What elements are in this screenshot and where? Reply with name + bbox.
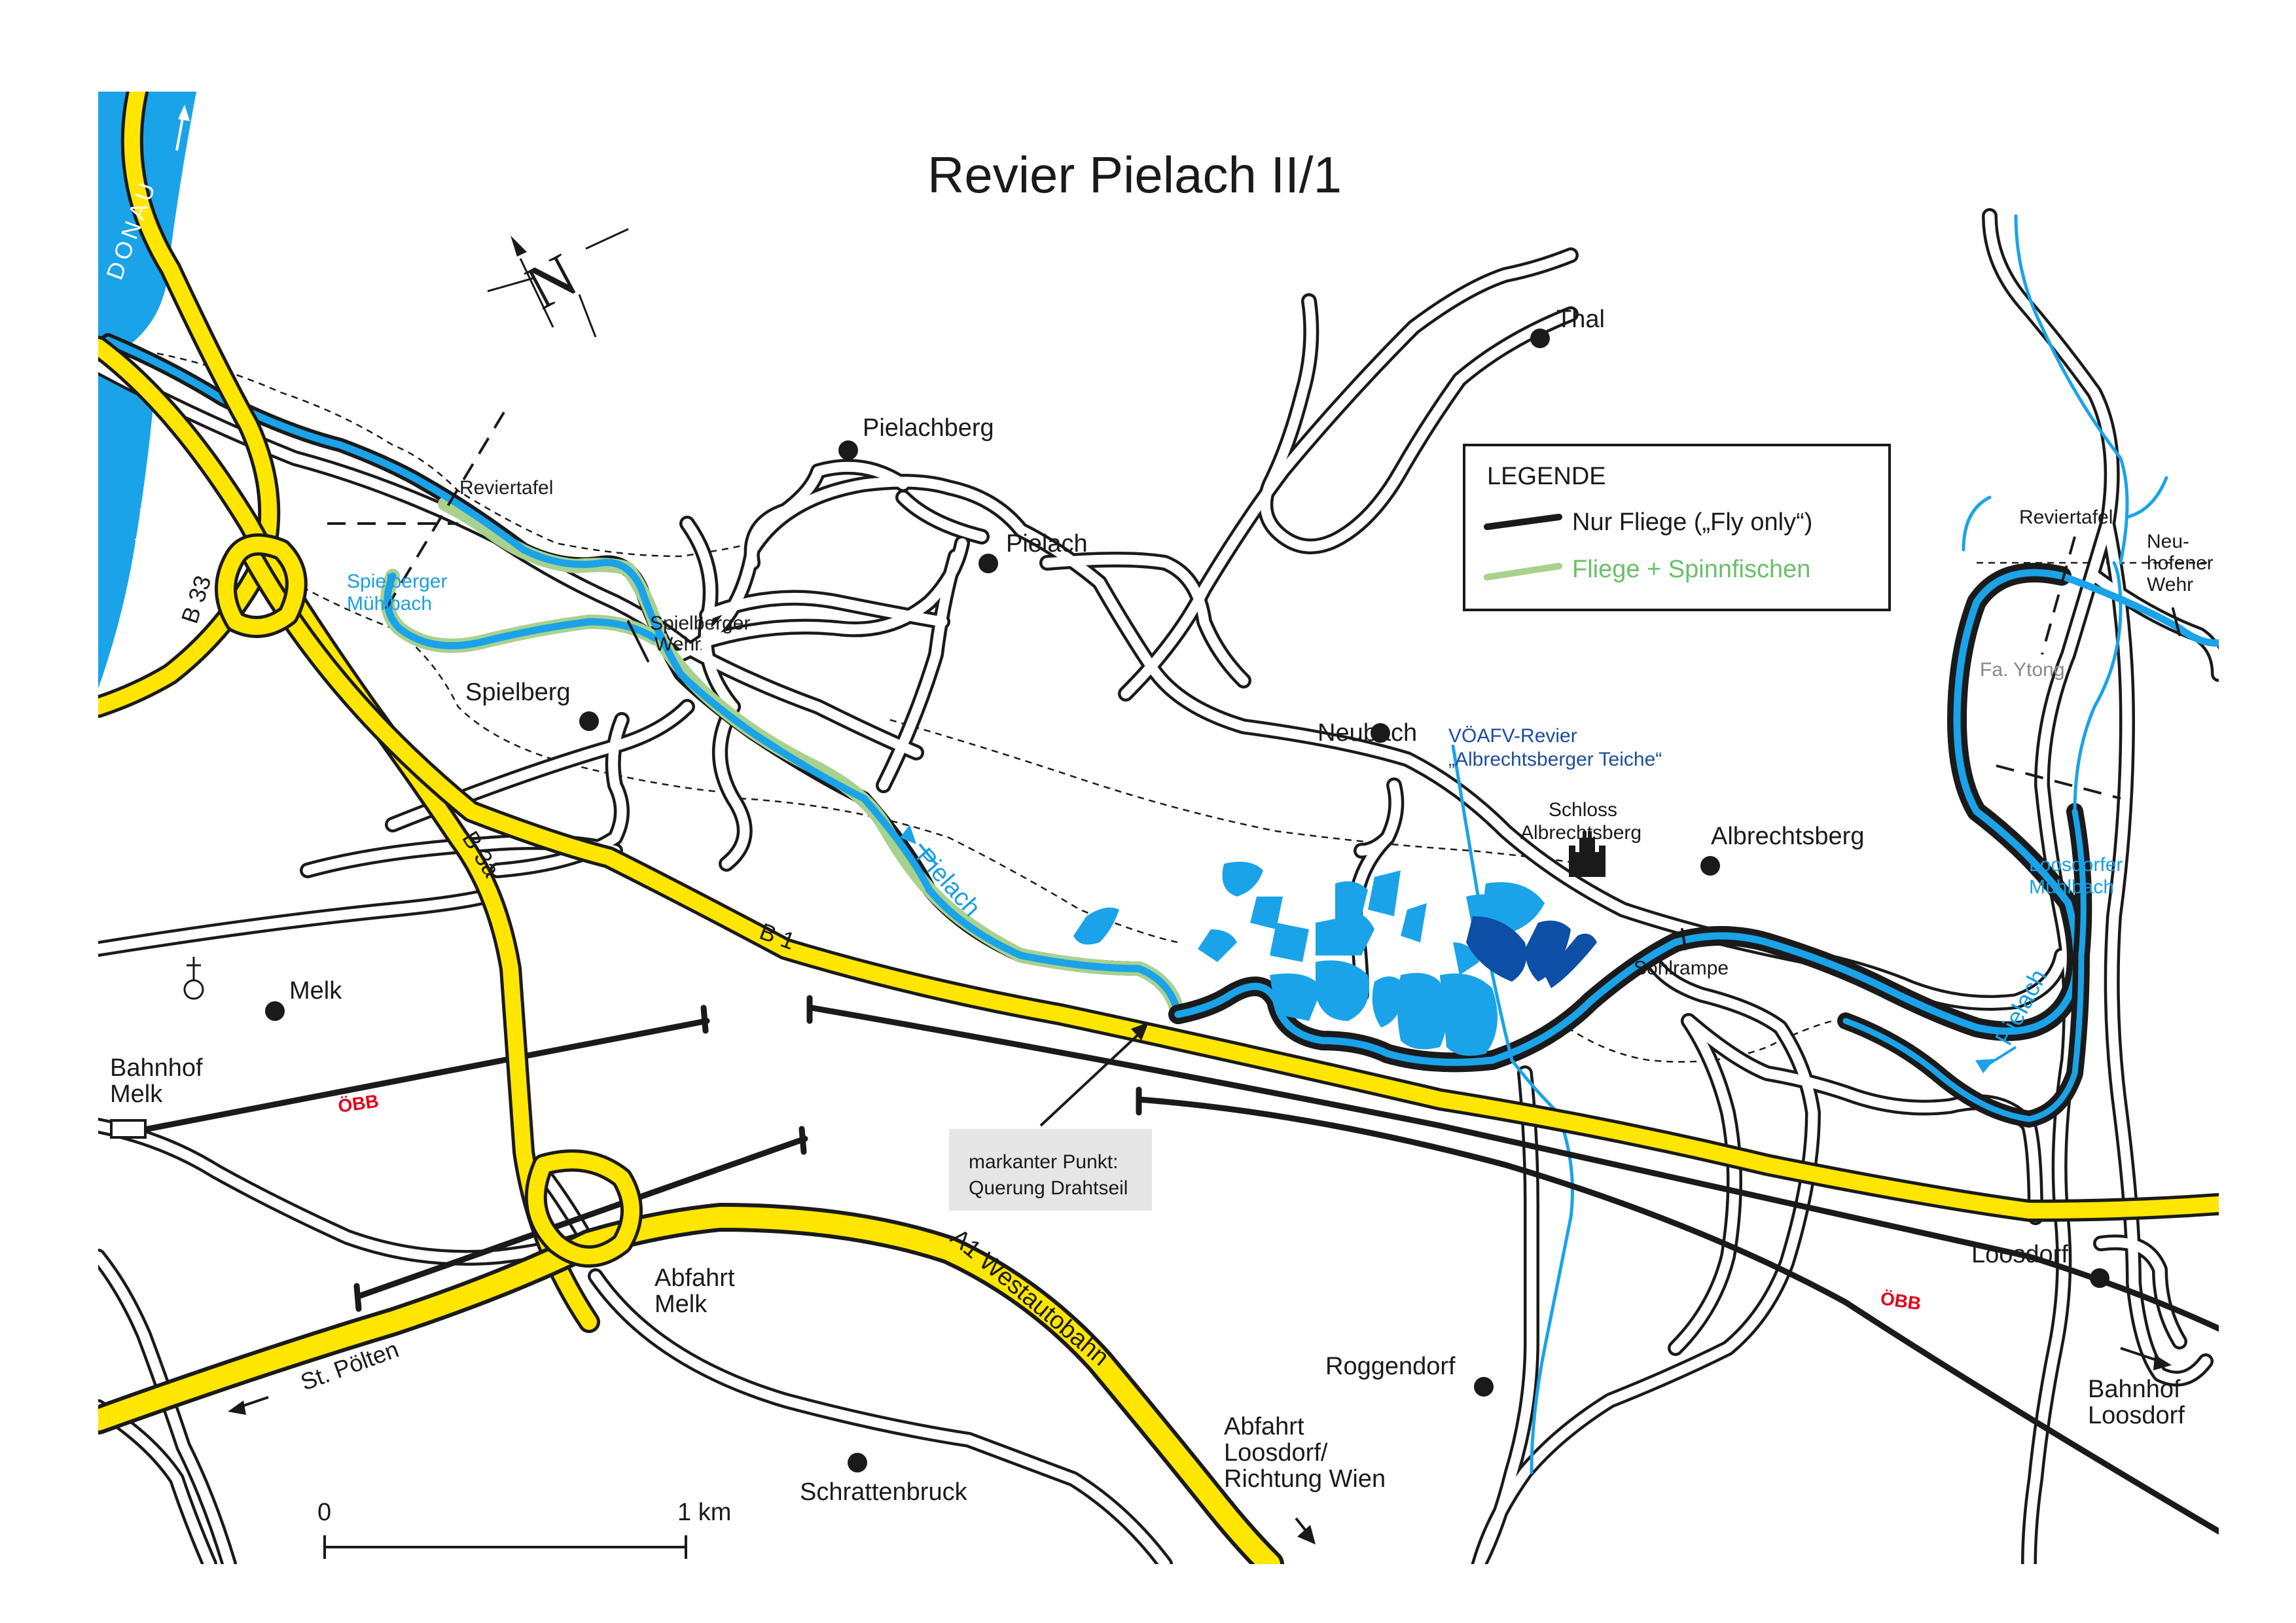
- label-loosdorfer-muehlbach-2: Mühlbach: [2029, 876, 2114, 898]
- label-voeafv-1: VÖAFV-Revier: [1448, 725, 1577, 747]
- label-schloss-2: Albrechtsberg: [1520, 822, 1641, 844]
- b33-road: [98, 92, 281, 718]
- legend: LEGENDE Nur Fliege („Fly only“) Fliege +…: [1463, 444, 1891, 611]
- place-label-thal: Thal: [1556, 306, 1605, 333]
- label-schloss-1: Schloss: [1549, 799, 1617, 821]
- label-abfahrt-loosdorf-1: Abfahrt: [1224, 1413, 1304, 1440]
- place-label-loosdorf: Loosdorf: [1971, 1241, 2068, 1268]
- markanter-punkt-box: [949, 1129, 1152, 1211]
- label-bahnhof-loosdorf-2: Loosdorf: [2088, 1402, 2185, 1429]
- reviertafel-west-marker: [327, 411, 505, 610]
- place-label-pielach: Pielach: [1006, 530, 1088, 558]
- label-fa-ytong: Fa. Ytong: [1980, 659, 2065, 681]
- label-spielberger-muehlbach-2: Mühlbach: [347, 593, 432, 615]
- reviertafel-east-marker: [1996, 536, 2121, 800]
- flow-arrows: [175, 105, 2017, 1073]
- arrow-icons: [228, 1022, 2172, 1544]
- valley-outline-north: [889, 719, 1585, 865]
- label-abfahrt-melk-1: Abfahrt: [655, 1264, 735, 1292]
- legend-swatch-fly-only: [1484, 514, 1562, 530]
- albrechtsberger-ponds: [1073, 861, 1597, 1056]
- label-spielberger-wehr-1: Spielberger: [650, 613, 750, 634]
- place-label-roggendorf: Roggendorf: [1325, 1353, 1456, 1380]
- neuhofener-wehr-marker: [2172, 607, 2181, 636]
- label-spielberger-muehlbach-1: Spielberger: [347, 571, 447, 592]
- place-label-neubach: Neubach: [1318, 719, 1417, 747]
- legend-label-fly-only: Nur Fliege („Fly only“): [1572, 508, 1812, 536]
- legend-swatch-fly-spin: [1484, 563, 1562, 580]
- spielberger-wehr-marker: [627, 620, 649, 662]
- station-icon-melk: [110, 1119, 147, 1139]
- pielach-upper: [104, 336, 1182, 1018]
- label-reviertafel-east: Reviertafel: [2019, 507, 2113, 528]
- scale-end-label: 1 km: [677, 1499, 731, 1526]
- label-neuhofener-wehr-3: Wehr: [2147, 574, 2193, 596]
- label-abfahrt-loosdorf-3: Richtung Wien: [1224, 1465, 1386, 1493]
- label-bahnhof-loosdorf-1: Bahnhof: [2088, 1376, 2181, 1403]
- place-label-pielachberg: Pielachberg: [863, 414, 994, 442]
- label-voeafv-2: „Albrechtsberger Teiche“: [1448, 749, 1662, 770]
- a1-westautobahn: [98, 1203, 1284, 1564]
- place-dots: [265, 329, 2109, 1472]
- pielach-fly-only: [1174, 569, 2081, 1066]
- label-bahnhof-melk-2: Melk: [110, 1080, 163, 1108]
- rail-stop-1: [353, 995, 1142, 1312]
- label-abfahrt-melk-2: Melk: [655, 1291, 708, 1318]
- b3a-road: [98, 336, 600, 1333]
- railway-melk: [128, 1018, 710, 1135]
- scale-bar: [323, 1535, 687, 1559]
- label-markanter-punkt-1: markanter Punkt:: [969, 1151, 1118, 1173]
- legend-label-fly-spin: Fliege + Spinnfischen: [1572, 556, 1810, 583]
- cemetery-icon: [183, 957, 204, 1000]
- loosdorfer-muehlbach: [1842, 808, 2087, 1122]
- pielach-upstream: [2058, 572, 2219, 647]
- map-title: Revier Pielach II/1: [927, 146, 1342, 204]
- place-label-schrattenbruck: Schrattenbruck: [800, 1478, 968, 1506]
- stream-east: [1962, 476, 2168, 552]
- label-neuhofener-wehr-1: Neu-: [2147, 531, 2189, 552]
- label-abfahrt-loosdorf-2: Loosdorf/: [1224, 1439, 1328, 1467]
- scale-start-label: 0: [317, 1499, 331, 1526]
- loosdorfer-muehlbach-upper: [2014, 214, 2129, 813]
- sohlrampe-marker: [1681, 928, 1687, 950]
- label-spielberger-wehr-2: Wehr: [655, 633, 701, 655]
- lateiner-arm: [98, 366, 154, 689]
- label-sohlrampe: Sohlrampe: [1634, 957, 1729, 979]
- spielberger-muehlbach: [384, 572, 658, 650]
- a1-melk-interchange: [524, 1149, 643, 1268]
- label-loosdorfer-muehlbach-1: Loosdorfer: [2029, 854, 2123, 876]
- place-label-albrechtsberg: Albrechtsberg: [1711, 823, 1864, 850]
- label-neuhofener-wehr-2: hofener: [2147, 552, 2214, 574]
- place-label-melk: Melk: [289, 977, 342, 1005]
- railway-east: [1136, 1096, 2219, 1535]
- place-label-spielberg: Spielberg: [465, 679, 571, 706]
- b33-interchange: [215, 533, 308, 638]
- label-bahnhof-melk-1: Bahnhof: [110, 1054, 203, 1082]
- label-reviertafel-west: Reviertafel: [459, 477, 553, 499]
- b1-road: [238, 539, 2219, 1222]
- castle-icon: [1569, 831, 1605, 877]
- compass-rose: [487, 228, 629, 338]
- meadow-outline: [281, 575, 721, 793]
- legend-heading: LEGENDE: [1487, 463, 1606, 490]
- railway-west: [808, 1005, 2219, 1332]
- label-markanter-punkt-2: Querung Drahtseil: [969, 1177, 1128, 1199]
- railway-south: [357, 1135, 808, 1299]
